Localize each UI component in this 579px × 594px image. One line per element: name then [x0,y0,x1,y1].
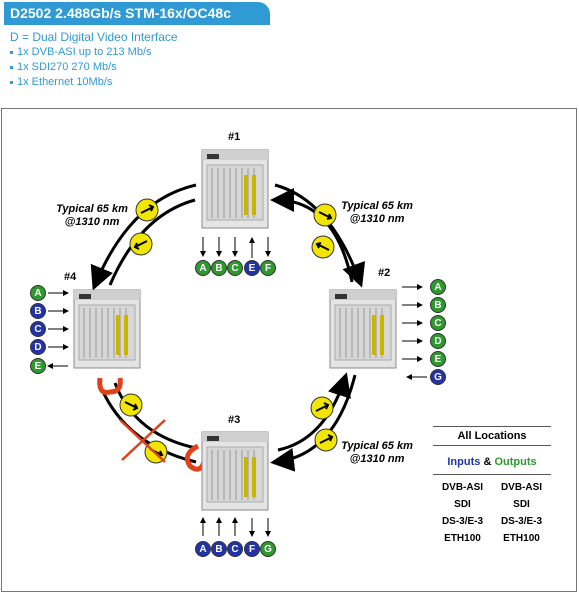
port-output: E [30,358,46,374]
ring-arc [113,382,197,450]
wavelength-text: @1310 nm [349,213,405,225]
node-label: #2 [378,267,391,279]
ring-arc [108,198,196,286]
port-output: C [430,315,446,331]
bullet-text: 1x DVB-ASI up to 213 Mb/s [17,46,152,58]
ring-arc [277,372,351,452]
port-input: E [244,260,260,276]
legend-and: & [483,456,492,468]
legend-cell: DVB-ASI [441,482,484,493]
legend-cell: SDI [454,499,471,510]
port-input: F [244,541,260,557]
port-input: C [227,541,243,557]
port-output: C [227,260,243,276]
bullet-item: 1x SDI270 270 Mb/s [10,61,117,73]
legend-cell: ETH100 [503,533,540,544]
bullet-dot [10,65,13,69]
port-input: B [211,541,227,557]
legend-row: SDI SDI [433,496,551,513]
port-output: B [430,297,446,313]
port-output: A [430,279,446,295]
port-output: B [211,260,227,276]
port-output: G [260,541,276,557]
port-input: B [30,303,46,319]
port-input: A [195,541,211,557]
chassis-icon [329,289,397,369]
loopback-icon [97,377,123,395]
port-input: G [430,369,446,385]
port-lines [47,237,427,537]
legend-cell: DS-3/E-3 [441,516,484,527]
wavelength-text: @1310 nm [64,216,120,228]
subtitle: D = Dual Digital Video Interface [10,30,178,44]
link-distance-label: Typical 65 km @1310 nm [52,203,132,229]
legend-io-label: Inputs & Outputs [433,456,551,468]
link-distance-label: Typical 65 km @1310 nm [337,200,417,226]
diagram-panel [1,108,577,592]
node-label: #4 [64,271,77,283]
ring-arc [90,183,197,291]
header-title: D2502 2.488Gb/s STM-16x/OC48c [4,2,270,25]
legend-outputs-label: Outputs [494,456,537,468]
distance-text: Typical 65 km [341,200,413,212]
port-output: A [30,285,46,301]
port-input: C [30,321,46,337]
fiber-break-icon [119,419,166,463]
port-output: D [430,333,446,349]
link-distance-label: Typical 65 km @1310 nm [337,440,417,466]
bullet-dot [10,50,13,54]
bullet-item: 1x Ethernet 10Mb/s [10,76,112,88]
chassis-icon [73,289,141,369]
legend-divider [433,474,551,475]
bullet-dot [10,80,13,84]
port-output: A [195,260,211,276]
legend-row: ETH100 ETH100 [433,530,551,547]
legend-row: DS-3/E-3 DS-3/E-3 [433,513,551,530]
distance-text: Typical 65 km [56,203,128,215]
transceiver-icon [119,198,338,464]
chassis-icon [201,149,269,229]
loopback-icon [184,443,207,472]
port-output: E [430,351,446,367]
legend-cell: DVB-ASI [500,482,543,493]
bullet-text: 1x Ethernet 10Mb/s [17,76,113,88]
port-output: F [260,260,276,276]
node-label: #3 [228,414,241,426]
chassis-icon [201,431,269,511]
distance-text: Typical 65 km [341,440,413,452]
legend-row: DVB-ASI DVB-ASI [433,479,551,496]
bullet-text: 1x SDI270 270 Mb/s [17,61,117,73]
legend-cell: DS-3/E-3 [500,516,543,527]
legend-cell: SDI [513,499,530,510]
legend-title: All Locations [433,426,551,446]
node-label: #1 [228,131,241,143]
legend-inputs-label: Inputs [447,456,481,468]
bullet-item: 1x DVB-ASI up to 213 Mb/s [10,46,152,58]
legend-table: DVB-ASI DVB-ASI SDI SDI DS-3/E-3 DS-3/E-3 E… [433,479,551,547]
legend-cell: ETH100 [444,533,481,544]
wavelength-text: @1310 nm [349,453,405,465]
port-input: D [30,339,46,355]
